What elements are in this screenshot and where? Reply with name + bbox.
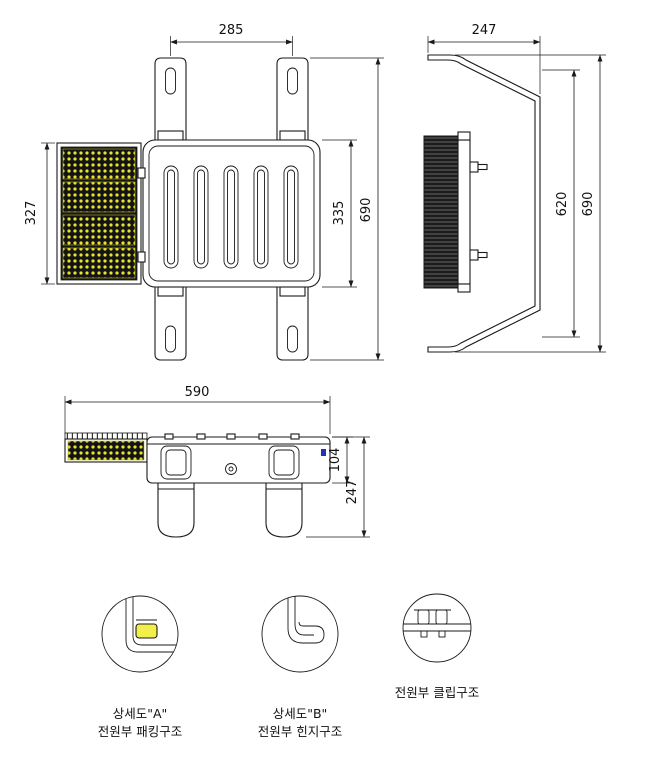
- dim-top-body-depth: 104: [328, 436, 353, 484]
- detail-a-circle: [101, 595, 179, 673]
- top-support-cylinders: [157, 482, 303, 538]
- dim-top-width: 590: [64, 385, 331, 434]
- side-view: 247 620 690: [423, 23, 606, 353]
- front-led-panel: [56, 142, 146, 285]
- detail-b-title: 상세도"B": [273, 706, 328, 721]
- dim-top-total-depth: 247: [306, 436, 370, 538]
- detail-clip: 전원부 클립구조: [395, 593, 479, 700]
- dim-side-inner-height-text: 620: [555, 192, 570, 217]
- detail-a-desc: 전원부 패킹구조: [98, 724, 182, 739]
- side-bracket-profile: [427, 54, 541, 353]
- dim-side-inner-height: 620: [542, 69, 580, 338]
- dim-front-led-height-text: 327: [24, 201, 39, 226]
- top-center-gland: [225, 463, 237, 475]
- detail-clip-circle: [402, 593, 472, 663]
- led-module: [62, 148, 136, 180]
- top-clip-right: [268, 445, 300, 480]
- top-main-body: [146, 433, 331, 484]
- dim-front-width: 285: [170, 23, 293, 56]
- led-module: [62, 214, 136, 246]
- detail-b-desc: 전원부 힌지구조: [258, 724, 342, 739]
- clip-right: [435, 609, 448, 625]
- top-led-section: [64, 432, 148, 463]
- dim-front-body-height-text: 335: [332, 201, 347, 226]
- front-lower-straps: [154, 286, 309, 361]
- dim-top-total-depth-text: 247: [345, 480, 360, 505]
- dim-front-width-text: 285: [219, 23, 244, 38]
- front-body-slots: [163, 165, 299, 269]
- led-module: [62, 247, 136, 279]
- led-module: [62, 181, 136, 213]
- front-upper-straps: [154, 57, 309, 141]
- detail-clip-desc: 전원부 클립구조: [395, 685, 479, 700]
- side-led-heatsink: [423, 131, 488, 293]
- detail-b-circle: [261, 595, 339, 673]
- cable-entry-mark: [321, 449, 326, 456]
- dim-front-total-height: 690: [310, 57, 384, 361]
- detail-a: 상세도"A" 전원부 패킹구조: [98, 595, 182, 739]
- dim-top-body-depth-text: 104: [328, 448, 343, 473]
- detail-b: 상세도"B" 전원부 힌지구조: [258, 595, 342, 739]
- dim-side-total-height: 690: [455, 54, 606, 353]
- packing-seal: [135, 623, 158, 639]
- dim-top-width-text: 590: [185, 385, 210, 400]
- top-clip-left: [160, 445, 192, 480]
- dim-side-total-height-text: 690: [581, 192, 596, 217]
- clip-left: [417, 609, 430, 625]
- dim-front-body-height: 335: [322, 139, 357, 288]
- dim-side-depth-text: 247: [472, 23, 497, 38]
- dim-front-led-height: 327: [24, 142, 55, 285]
- front-view: 285 327 335 690: [24, 23, 384, 361]
- front-body: [142, 139, 321, 288]
- dim-front-total-height-text: 690: [359, 198, 374, 223]
- detail-a-title: 상세도"A": [113, 706, 168, 721]
- bottom-view: 590: [64, 385, 370, 538]
- dim-side-depth: 247: [427, 23, 541, 94]
